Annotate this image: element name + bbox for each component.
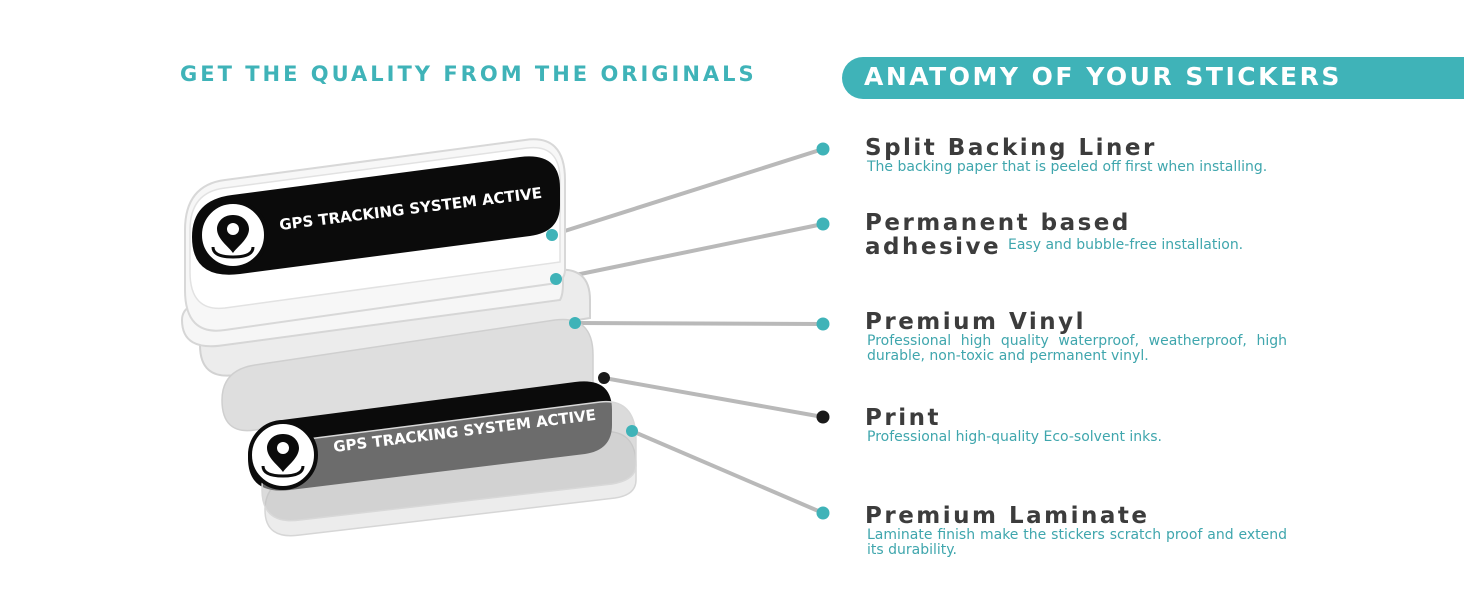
connector-dots: [546, 142, 830, 520]
location-pin-icon: [211, 215, 255, 259]
feature-description-adhesive: Easy and bubble-free installation.: [1008, 237, 1244, 253]
feature-description: Professional high-quality Eco-solvent in…: [867, 429, 1162, 445]
banner-title: ANATOMY OF YOUR STICKERS: [864, 62, 1342, 91]
bottom-sticker-stack: GPS TRACKING SYSTEM ACTIVE: [221, 318, 637, 537]
connector-line-print: [603, 376, 824, 419]
feature-title-line1: Permanent based: [865, 210, 1131, 236]
feature-title-line2: adhesive: [865, 234, 1002, 260]
left-heading: GET THE QUALITY FROM THE ORIGINALS: [180, 62, 757, 86]
sticker-illustration: GPS TRACKING SYSTEM ACTIVE GPS TRACKING …: [180, 138, 830, 537]
connector-line-liner: [551, 147, 824, 237]
connector-line-laminate: [631, 429, 824, 515]
connector-line-adhesive: [555, 222, 824, 281]
feature-title: Print: [865, 405, 941, 431]
feature-print: Print Professional high-quality Eco-solv…: [865, 406, 1162, 445]
feature-premium-laminate: Premium Laminate Laminate finish make th…: [865, 504, 1287, 558]
top-black-label: [192, 156, 560, 275]
feature-split-backing-liner: Split Backing Liner The backing paper th…: [865, 136, 1267, 175]
location-pin-icon: [261, 434, 305, 478]
feature-description: Laminate finish make the stickers scratc…: [867, 527, 1287, 558]
feature-title: Premium Laminate: [865, 503, 1150, 529]
top-sticker-stack: GPS TRACKING SYSTEM ACTIVE: [180, 138, 591, 377]
feature-premium-vinyl: Premium Vinyl Professional high quality …: [865, 310, 1287, 364]
feature-title: Split Backing Liner: [865, 135, 1157, 161]
connector-lines: [551, 147, 824, 515]
feature-description: Professional high quality waterproof, we…: [867, 333, 1287, 364]
feature-description: The backing paper that is peeled off fir…: [867, 159, 1268, 175]
feature-permanent-adhesive: Permanent based adhesive: [865, 211, 1131, 259]
feature-title: Premium Vinyl: [865, 309, 1087, 335]
connector-line-vinyl: [574, 321, 824, 326]
banner: ANATOMY OF YOUR STICKERS: [842, 57, 1464, 99]
